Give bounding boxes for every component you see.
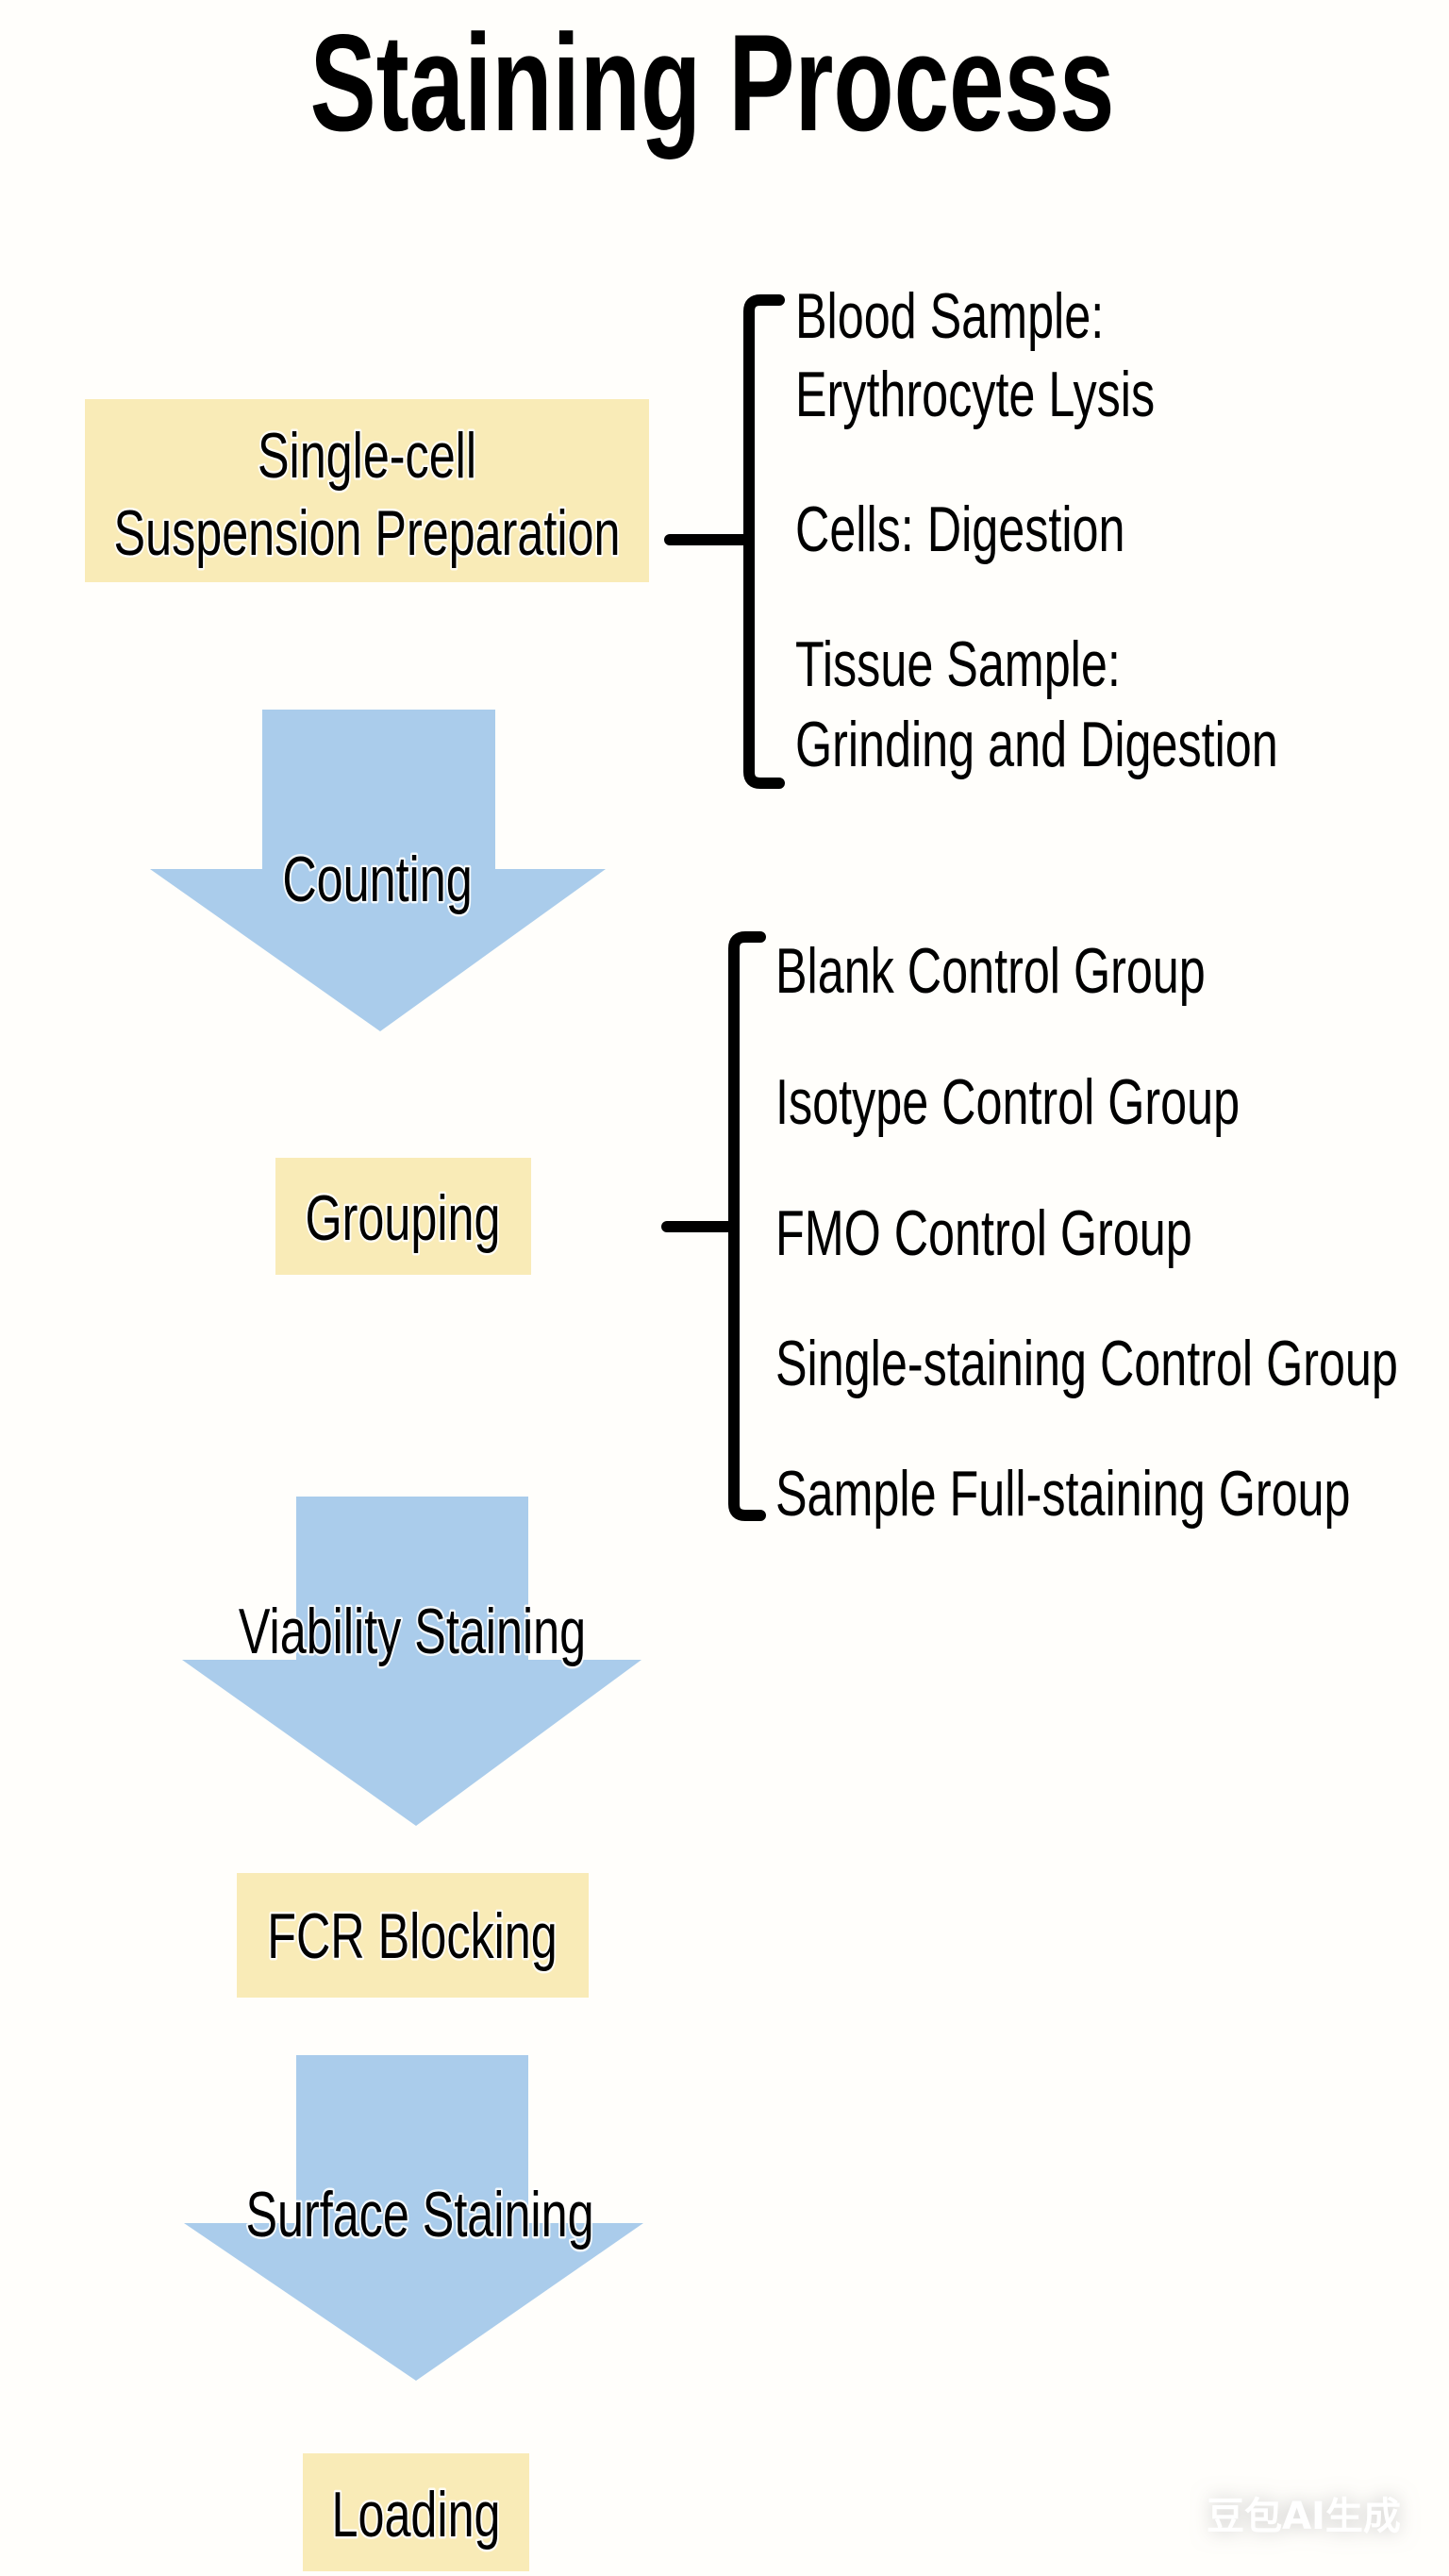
step-surface-staining-arrow: Surface Staining <box>184 2055 643 2381</box>
preparation-methods-bracket <box>664 294 785 789</box>
down-arrow-icon <box>182 1497 641 1826</box>
down-arrow-icon <box>150 710 606 1031</box>
list-item-sample-full-staining-group: Sample Full-staining Group <box>775 1458 1351 1530</box>
box-label-line: Suspension Preparation <box>114 497 621 569</box>
preparation-methods-list: Blood Sample: Erythrocyte Lysis Cells: D… <box>795 280 1278 780</box>
process-box <box>275 1158 531 1275</box>
list-item-fmo-control-group: FMO Control Group <box>775 1197 1192 1269</box>
step-viability-staining-arrow: Viability Staining <box>182 1497 641 1826</box>
box-label-line: Single-cell <box>258 420 476 492</box>
step-fcr-blocking: FCR Blocking <box>237 1873 589 1998</box>
list-item-single-staining-control-group: Single-staining Control Group <box>775 1328 1398 1399</box>
step-counting-arrow: Counting <box>150 710 606 1031</box>
list-item-isotype-control-group: Isotype Control Group <box>775 1066 1240 1138</box>
bracket-line <box>743 294 785 789</box>
process-box <box>85 399 649 582</box>
arrow-label: Surface Staining <box>245 2179 593 2250</box>
list-item-text: Grinding and Digestion <box>795 709 1278 780</box>
list-item-cells: Cells: Digestion <box>795 493 1124 565</box>
diagram-title: Staining Process <box>310 6 1115 159</box>
step-loading: Loading <box>303 2453 529 2571</box>
list-item-text: Tissue Sample: <box>795 628 1121 700</box>
box-label-line: Loading <box>331 2479 500 2551</box>
watermark: 豆包AI生成 <box>1207 2495 1401 2538</box>
step-grouping: Grouping <box>275 1158 531 1275</box>
process-box <box>303 2453 529 2571</box>
step-single-cell-suspension-preparation: Single-cell Suspension Preparation <box>85 399 649 582</box>
arrow-label: Counting <box>282 844 472 915</box>
arrow-label: Viability Staining <box>239 1596 586 1667</box>
list-item-text: Blood Sample: <box>795 280 1104 352</box>
groups-list: Blank Control Group Isotype Control Grou… <box>775 935 1398 1530</box>
list-item-text: Erythrocyte Lysis <box>795 359 1155 430</box>
box-label-line: FCR Blocking <box>267 1900 557 1972</box>
list-item-blood-sample: Blood Sample: Erythrocyte Lysis <box>795 280 1155 430</box>
list-item-blank-control-group: Blank Control Group <box>775 935 1206 1007</box>
groups-bracket <box>661 931 766 1521</box>
box-label-line: Grouping <box>306 1182 501 1254</box>
down-arrow-icon <box>184 2055 643 2381</box>
list-item-tissue-sample: Tissue Sample: Grinding and Digestion <box>795 628 1278 780</box>
bracket-line <box>728 931 766 1521</box>
process-box <box>237 1873 589 1998</box>
list-item-text: Cells: Digestion <box>795 493 1124 565</box>
